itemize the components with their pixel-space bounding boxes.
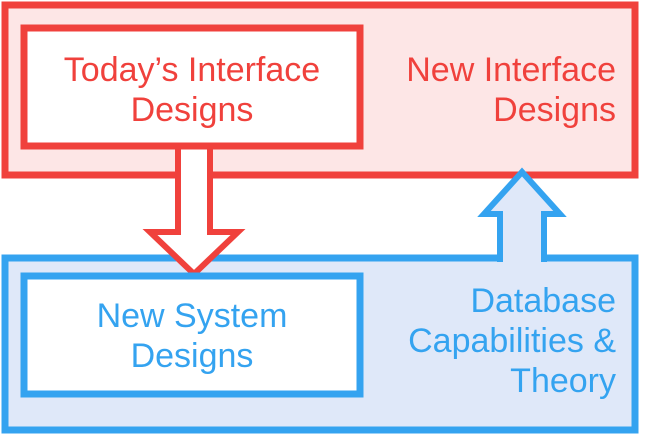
database-capabilities-theory-label: Database Capabilities & Theory [408, 282, 616, 400]
new-system-designs-label: New System Designs [96, 297, 288, 375]
todays-interface-designs-box [20, 24, 364, 150]
arrow-down-icon [142, 137, 246, 279]
todays-interface-designs-label: Today’s Interface Designs [63, 51, 321, 129]
new-system-designs-box [20, 272, 364, 398]
arrow-up-icon [477, 167, 567, 262]
new-interface-designs-label: New Interface Designs [406, 51, 616, 129]
